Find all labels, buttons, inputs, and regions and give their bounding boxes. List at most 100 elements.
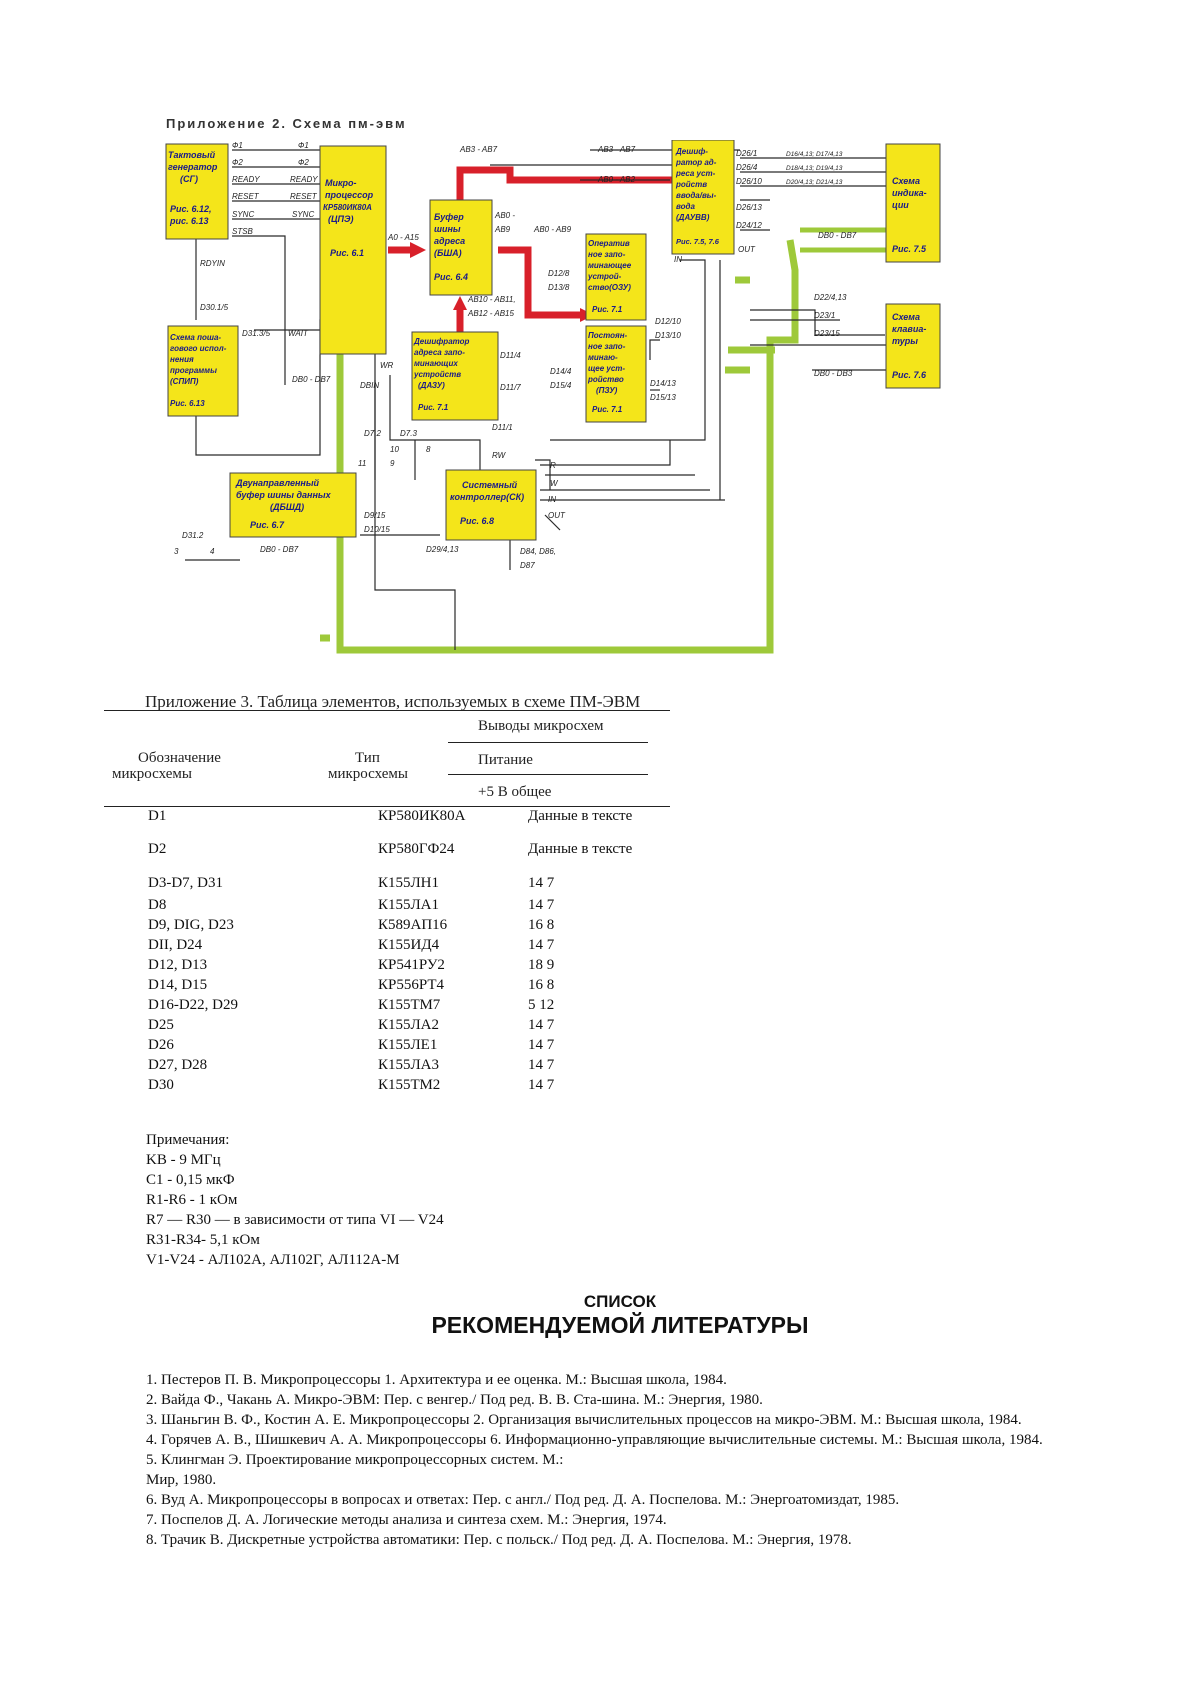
note-line: R7 — R30 — в зависимости от типа VI — V2… (146, 1210, 444, 1230)
reference-item: 7. Поспелов Д. А. Логические методы анал… (118, 1510, 1100, 1530)
step-label-5: (СПИП) (170, 377, 199, 386)
pins-cell: 14 7 (528, 1037, 554, 1054)
pins-cell: 14 7 (528, 897, 554, 914)
svg-text:D26/10: D26/10 (736, 177, 762, 186)
svg-text:D12/10: D12/10 (655, 317, 681, 326)
svg-text:AB0 -: AB0 - (494, 211, 515, 220)
type-cell: КР580ГФ24 (378, 841, 454, 858)
svg-text:D26/13: D26/13 (736, 203, 762, 212)
note-line: R31-R34- 5,1 кОм (146, 1230, 444, 1250)
iodec-label-4: ройств (675, 180, 707, 189)
svg-text:WAIT: WAIT (288, 329, 309, 338)
table-row: D26 К155ЛЕ1 14 7 (118, 1037, 818, 1057)
svg-text:D30.1/5: D30.1/5 (200, 303, 229, 312)
type-cell: К155ЛН1 (378, 875, 439, 892)
designation-header-2: микросхемы (112, 766, 192, 783)
cpu-label-4: (ЦПЭ) (328, 214, 354, 224)
ram-label-2: ное запо- (588, 250, 626, 259)
svg-text:D14/13: D14/13 (650, 379, 676, 388)
literature-title-2: РЕКОМЕНДУЕМОЙ ЛИТЕРАТУРЫ (0, 1312, 1200, 1339)
elements-table-header: Выводы микросхем Обозначение микросхемы … (118, 710, 700, 822)
note-line: C1 - 0,15 мкФ (146, 1170, 444, 1190)
svg-text:Ф1: Ф1 (298, 141, 309, 150)
cpu-label-2: процессор (325, 190, 374, 200)
cpu-label-5: Рис. 6.1 (330, 248, 364, 258)
svg-text:READY: READY (232, 175, 260, 184)
svg-text:D10/15: D10/15 (364, 525, 390, 534)
designation-cell: D14, D15 (148, 977, 207, 994)
svg-text:A0 - A15: A0 - A15 (387, 233, 419, 242)
display-label-3: ции (892, 200, 909, 210)
svg-text:READY: READY (290, 175, 318, 184)
notes-block: Примечания: KB - 9 МГц C1 - 0,15 мкФ R1-… (146, 1130, 444, 1270)
designation-cell: DII, D24 (148, 937, 202, 954)
svg-text:D14/4: D14/4 (550, 367, 572, 376)
designation-cell: D1 (148, 808, 166, 825)
rom-label-3: минаю- (588, 353, 618, 362)
designation-cell: D27, D28 (148, 1057, 207, 1074)
step-label-3: нения (170, 355, 194, 364)
type-cell: К155ЛЕ1 (378, 1037, 437, 1054)
clock-label-3: (СГ) (180, 174, 198, 184)
rom-label-4: щее уст- (588, 364, 625, 373)
cpu-label-3: КР580ИК80А (323, 203, 372, 212)
step-label-4: программы (170, 366, 217, 375)
power-sub-header: +5 В общее (478, 784, 551, 801)
pm-evm-block-diagram: Тактовый генератор (СГ) Рис. 6.12, рис. … (150, 140, 1030, 670)
svg-text:11: 11 (358, 459, 366, 468)
svg-text:D26/4: D26/4 (736, 163, 758, 172)
rom-label-6: (ПЗУ) (596, 386, 618, 395)
svg-text:IN: IN (674, 255, 682, 264)
ram-label-4: устрой- (587, 272, 622, 281)
svg-text:D20/4,13; D21/4,13: D20/4,13; D21/4,13 (786, 179, 843, 186)
svg-text:AB0 - AB9: AB0 - AB9 (533, 225, 572, 234)
reference-item-continuation: Мир, 1980. (118, 1470, 1100, 1490)
svg-text:D11/4: D11/4 (500, 351, 521, 360)
keyboard-label-1: Схема (892, 312, 920, 322)
designation-cell: D9, DIG, D23 (148, 917, 234, 934)
note-line: KB - 9 МГц (146, 1150, 444, 1170)
notes-heading: Примечания: (146, 1130, 444, 1150)
table-row: D1 КР580ИК80А Данные в тексте (118, 808, 818, 828)
reference-item: 8. Трачик В. Дискретные устройства автом… (118, 1530, 1100, 1550)
iodec-label-5: ввода/вы- (676, 191, 717, 200)
appendix2-caption: Приложение 2. Схема пм-эвм (166, 116, 407, 131)
sysctl-label-3: Рис. 6.8 (460, 516, 494, 526)
svg-text:AB3 - AB7: AB3 - AB7 (597, 145, 636, 154)
svg-text:AB9: AB9 (494, 225, 511, 234)
addrbuf-label-5: Рис. 6.4 (434, 272, 468, 282)
designation-cell: D2 (148, 841, 166, 858)
ram-label-6: Рис. 7.1 (592, 305, 623, 314)
svg-text:DB0 - DB7: DB0 - DB7 (818, 231, 857, 240)
svg-text:D11/1: D11/1 (492, 423, 513, 432)
literature-list: 1. Пестеров П. В. Микропроцессоры 1. Арх… (118, 1370, 1100, 1550)
type-cell: К589АП16 (378, 917, 447, 934)
type-cell: К155ЛА3 (378, 1057, 439, 1074)
ramdec-label-1: Дешифратор (413, 337, 470, 346)
literature-title-1: СПИСОК (0, 1292, 1200, 1312)
svg-text:9: 9 (390, 459, 395, 468)
svg-text:D84, D86,: D84, D86, (520, 547, 556, 556)
designation-cell: D30 (148, 1077, 174, 1094)
svg-text:D15/4: D15/4 (550, 381, 572, 390)
pins-cell: 14 7 (528, 875, 554, 892)
ramdec-label-3: минающих (414, 359, 458, 368)
table-row: D12, D13 КР541РУ2 18 9 (118, 957, 818, 977)
iodec-label-8: Рис. 7.5, 7.6 (676, 237, 720, 246)
table-row: D9, DIG, D23 К589АП16 16 8 (118, 917, 818, 937)
svg-text:RW: RW (492, 451, 507, 460)
pins-cell: 16 8 (528, 917, 554, 934)
iodec-label-1: Дешиф- (675, 147, 708, 156)
svg-text:AB10 - AB11,: AB10 - AB11, (467, 295, 516, 304)
pins-header: Выводы микросхем (478, 718, 604, 735)
display-label-4: Рис. 7.5 (892, 244, 927, 254)
pins-cell: 14 7 (528, 937, 554, 954)
svg-text:D15/13: D15/13 (650, 393, 676, 402)
display-label-1: Схема (892, 176, 920, 186)
iodec-label-2: ратор ад- (675, 158, 717, 167)
table-row: D27, D28 К155ЛА3 14 7 (118, 1057, 818, 1077)
databuf-label-3: (ДБШД) (270, 502, 304, 512)
reference-item: 3. Шаньгин В. Ф., Костин А. Е. Микропроц… (118, 1410, 1100, 1430)
svg-text:SYNC: SYNC (232, 210, 254, 219)
pins-cell: 14 7 (528, 1077, 554, 1094)
